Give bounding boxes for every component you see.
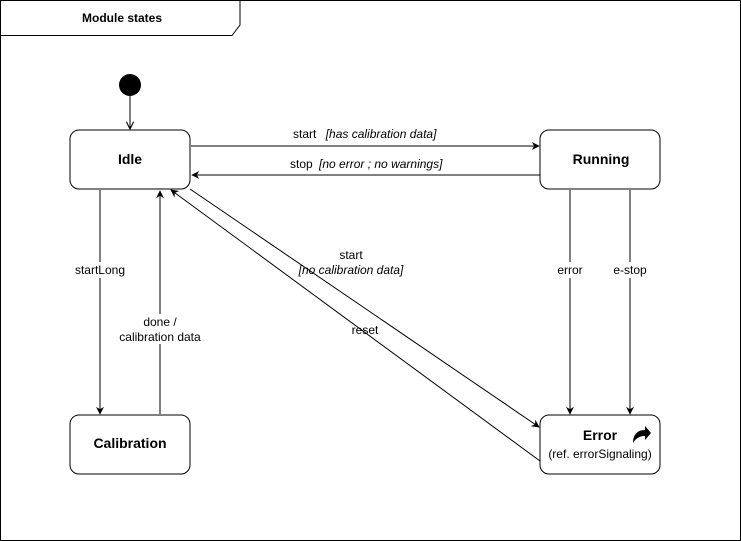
edge-calibration-to-idle-line1: done / xyxy=(143,315,177,329)
state-error[interactable]: Error (ref. errorSignaling) xyxy=(539,414,661,475)
edge-calibration-to-idle-label-bg xyxy=(116,314,206,344)
edge-calibration-to-idle-line2: calibration data xyxy=(119,330,201,344)
edge-running-to-error-error-label: error xyxy=(557,263,582,277)
edge-idle-to-running-label: start [has calibration data] xyxy=(293,127,437,141)
frame-title-tab xyxy=(0,0,241,36)
edge-idle-to-error-guard: [no calibration data] xyxy=(298,263,404,277)
edge-idle-to-error xyxy=(189,188,540,428)
state-idle[interactable]: Idle xyxy=(69,129,191,190)
state-calibration-label: Calibration xyxy=(93,435,166,451)
edge-error-to-idle xyxy=(170,189,541,462)
edge-idle-to-calibration-label: startLong xyxy=(75,263,125,277)
curved-arrow-icon xyxy=(633,426,651,443)
state-idle-label: Idle xyxy=(118,151,142,167)
initial-state-node xyxy=(119,74,141,96)
state-running-label: Running xyxy=(573,151,630,167)
state-calibration[interactable]: Calibration xyxy=(69,414,191,475)
edge-running-to-idle-label: stop [no error ; no warnings] xyxy=(290,157,443,171)
edge-error-to-idle-label: reset xyxy=(352,323,379,337)
edge-idle-to-calibration-label-bg xyxy=(72,262,128,278)
edge-running-to-error-estop-label: e-stop xyxy=(613,263,647,277)
state-running[interactable]: Running xyxy=(539,129,661,190)
state-error-sublabel: (ref. errorSignaling) xyxy=(548,447,651,461)
frame-title: Module states xyxy=(82,11,162,25)
edge-running-to-error-estop-label-bg xyxy=(610,262,650,278)
edge-running-to-error-error-label-bg xyxy=(553,262,587,278)
edge-idle-to-error-event: start xyxy=(339,248,363,262)
state-error-label: Error xyxy=(583,427,618,443)
